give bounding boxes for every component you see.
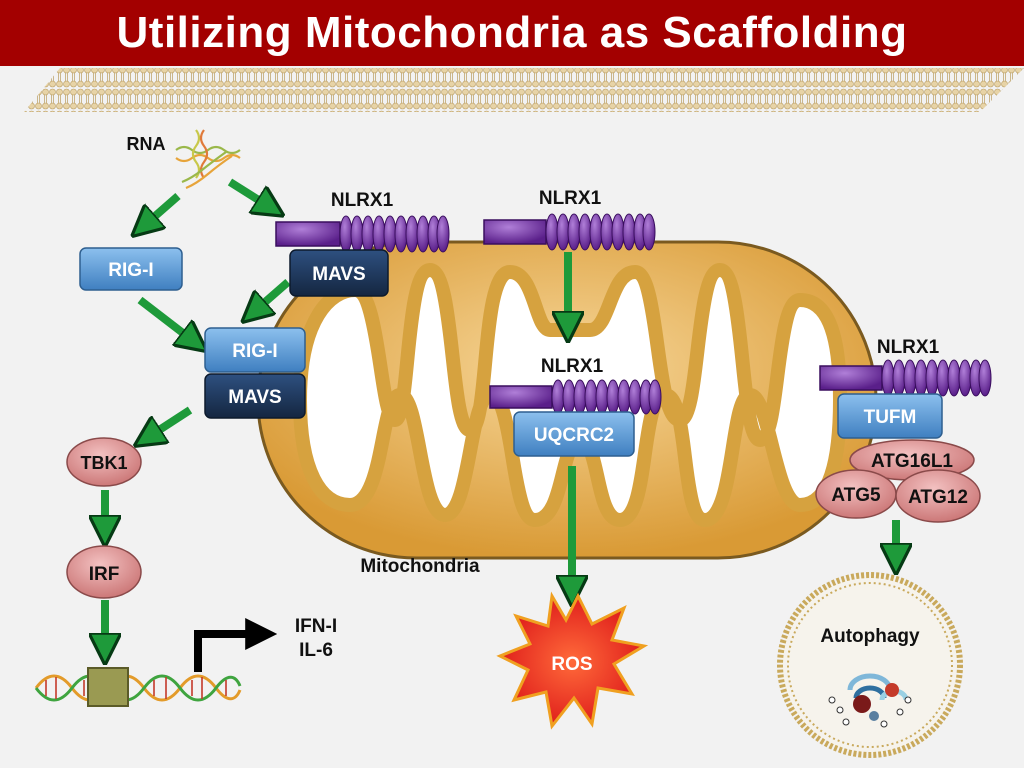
autophagy-label: Autophagy	[820, 626, 920, 647]
mavs-top-label: MAVS	[312, 264, 365, 285]
membrane-bilayer-icon	[24, 68, 1024, 112]
page-title: Utilizing Mitochondria as Scaffolding	[116, 8, 908, 57]
nlrx1-protein-a	[275, 215, 450, 253]
rna-strand-icon	[175, 129, 241, 190]
uqcrc2-box: UQCRC2	[513, 411, 635, 457]
mavs-box-top: MAVS	[289, 249, 389, 297]
rig-i-box-complex: RIG-I	[204, 327, 306, 373]
nlrx1-label-b: NLRX1	[539, 188, 602, 209]
arrow-rig-i-to-complex	[137, 296, 192, 340]
tufm-label: TUFM	[864, 407, 917, 428]
atg16l1-label: ATG16L1	[871, 451, 953, 472]
nlrx1-label-a: NLRX1	[331, 190, 394, 211]
tufm-box: TUFM	[837, 393, 943, 439]
uqcrc2-label: UQCRC2	[534, 425, 614, 446]
atg5-label: ATG5	[831, 485, 881, 506]
rig-i-top-label: RIG-I	[108, 260, 153, 281]
mavs-complex-label: MAVS	[228, 387, 281, 408]
autophagosome-icon	[777, 572, 963, 758]
mavs-box-complex: MAVS	[204, 373, 306, 419]
rig-i-complex-label: RIG-I	[232, 341, 277, 362]
nlrx1-protein-b	[483, 213, 656, 251]
arrow-rna-to-mavs	[227, 178, 268, 206]
title-bar: Utilizing Mitochondria as Scaffolding	[0, 0, 1024, 66]
nlrx1-protein-c	[489, 379, 662, 415]
arrow-rna-to-rig-i	[146, 192, 181, 224]
irf-label: IRF	[89, 564, 120, 585]
irf-oval: IRF	[66, 545, 142, 599]
atg5-oval: ATG5	[815, 469, 897, 519]
transcription-arrow	[194, 618, 278, 672]
arrow-mavs-to-complex	[256, 278, 291, 310]
pathway-arrows	[105, 178, 896, 646]
arrow-complex-to-tbk1	[150, 406, 193, 436]
ros-label: ROS	[551, 654, 592, 675]
atg12-label: ATG12	[908, 487, 968, 508]
dna-helix-icon	[34, 667, 242, 707]
mitochondria-label: Mitochondria	[360, 556, 480, 577]
nlrx1-label-c: NLRX1	[541, 356, 604, 377]
rna-label: RNA	[127, 134, 166, 154]
nlrx1-protein-d	[819, 359, 992, 397]
ros-burst-icon: ROS	[496, 591, 649, 730]
atg12-oval: ATG12	[895, 469, 981, 523]
rig-i-box-top: RIG-I	[79, 247, 183, 291]
il6-label: IL-6	[299, 640, 333, 661]
tbk1-oval: TBK1	[66, 437, 142, 487]
tbk1-label: TBK1	[80, 453, 127, 473]
ifn-label: IFN-I	[295, 616, 337, 637]
nlrx1-label-d: NLRX1	[877, 337, 940, 358]
